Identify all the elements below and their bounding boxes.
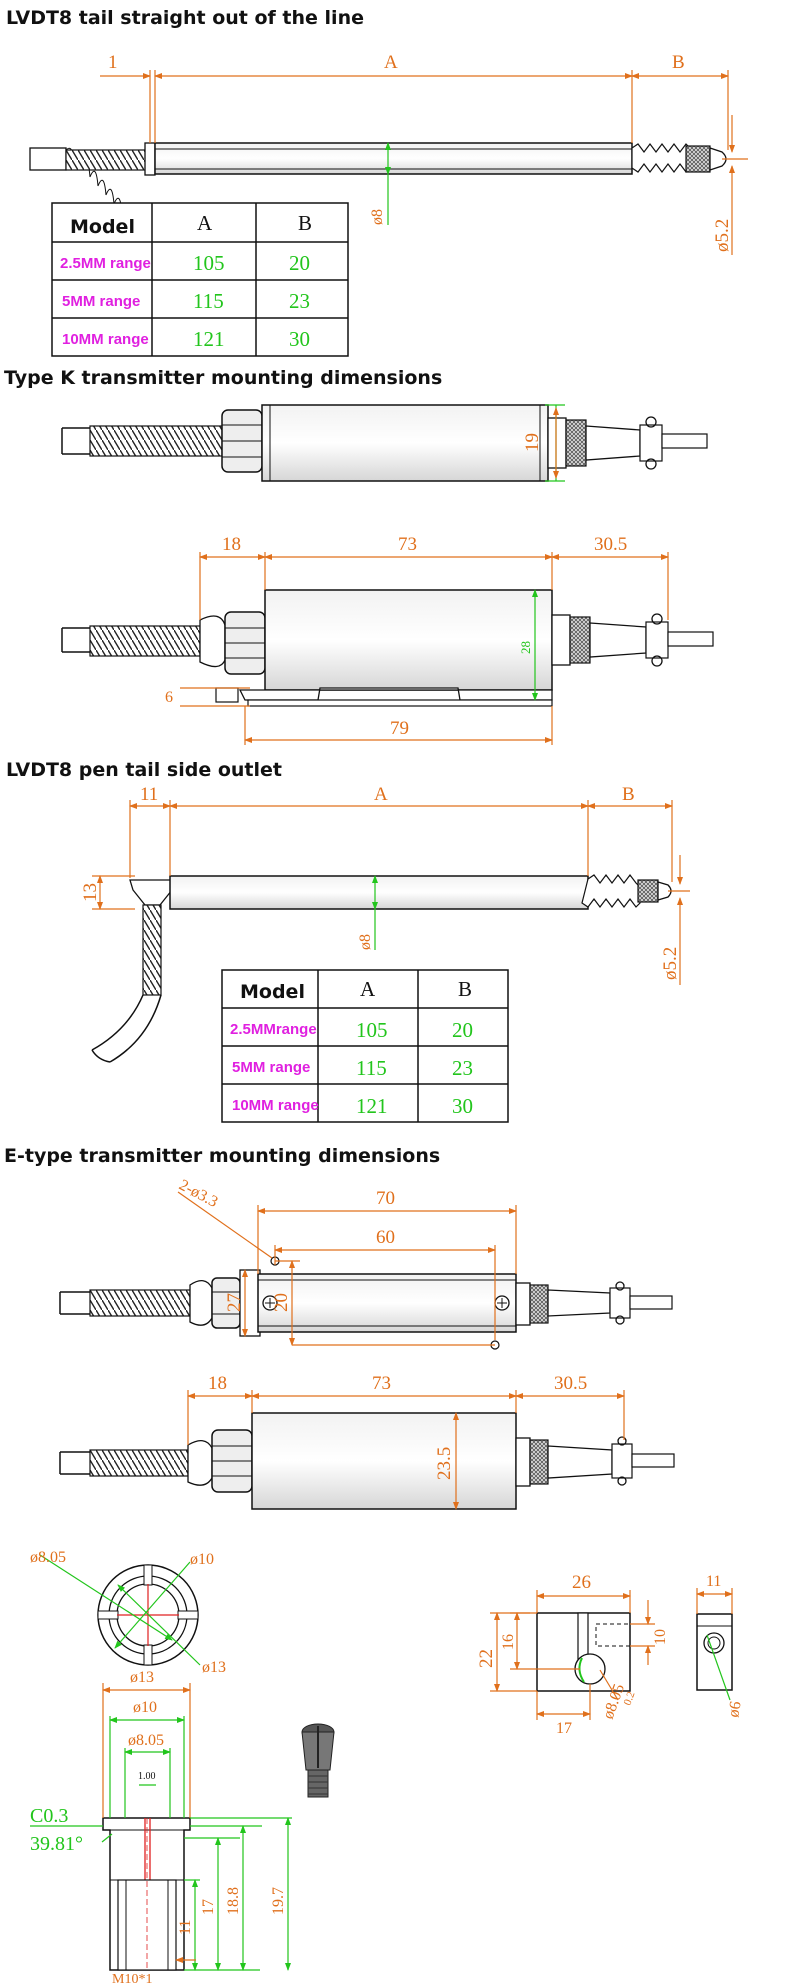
dim-27: 27	[224, 1293, 245, 1312]
dim-73: 73	[372, 1373, 391, 1394]
dim-73: 73	[398, 534, 417, 555]
table2-cell-a: 115	[356, 1056, 387, 1080]
dim-18-8: 18.8	[225, 1887, 242, 1915]
dim-dia8-05: ø8.05	[30, 1549, 66, 1566]
dim-28: 28	[518, 641, 533, 654]
dim-18: 18	[222, 534, 241, 555]
table1-header-b: B	[298, 211, 312, 235]
dim-dia8: ø8	[369, 209, 386, 225]
table1-row-model: 5MM range	[62, 293, 140, 310]
section-title-pen-tail: LVDT8 pen tail side outlet	[6, 759, 282, 781]
dim-dia5-2: ø5.2	[660, 947, 681, 980]
dim-17: 17	[556, 1720, 572, 1737]
dim-1: 1	[108, 52, 118, 73]
e-type-top-view	[59, 1256, 673, 1350]
table2-cell-b: 23	[452, 1056, 473, 1080]
table1-cell-a: 121	[193, 327, 225, 351]
table1-row-model: 2.5MM range	[60, 255, 151, 272]
table1-cell-b: 30	[289, 327, 310, 351]
table2-row-model: 2.5MMrange	[230, 1021, 317, 1038]
dim-6: 6	[165, 689, 173, 706]
table1-header-a: A	[197, 211, 213, 235]
section-title-tail-straight: LVDT8 tail straight out of the line	[6, 7, 364, 29]
dim-79: 79	[390, 718, 409, 739]
type-k-dimensions: 18 73 30.5 28 6 79	[165, 534, 669, 745]
table1-cell-b: 23	[289, 289, 310, 313]
dim-30-5: 30.5	[594, 534, 627, 555]
dim-10: 10	[652, 1629, 669, 1645]
table1-row-model: 10MM range	[62, 331, 149, 348]
type-k-top-view: 19	[61, 404, 708, 482]
clamp-3d-image	[301, 1723, 335, 1798]
dim-30-5: 30.5	[554, 1373, 587, 1394]
dim-11: 11	[177, 1920, 194, 1935]
dim-70: 70	[376, 1188, 395, 1209]
table1-cell-b: 20	[289, 251, 310, 275]
clamp-section-dimensions: ø13 ø10 ø8.05 1.00 C0.3 39.81° 11 17 18.…	[30, 1669, 292, 1987]
dim-a: A	[384, 52, 398, 73]
dim-dia10: ø10	[190, 1551, 214, 1568]
dim-a: A	[374, 784, 388, 805]
dim-dia8: ø8	[357, 934, 374, 950]
type-k-side-view	[61, 589, 714, 707]
clamp-section-view	[102, 1817, 191, 1971]
dim-dia6: ø6	[725, 1700, 745, 1719]
table2-header-b: B	[458, 977, 472, 1001]
dim-tolerance: 0.2	[622, 1690, 638, 1707]
dim-60: 60	[376, 1227, 395, 1248]
dim-slot-width: 1.00	[138, 1771, 156, 1782]
dim-chamfer: C0.3	[30, 1805, 68, 1827]
section-title-type-k: Type K transmitter mounting dimensions	[4, 367, 442, 389]
dim-11: 11	[706, 1573, 721, 1590]
table2-header-model: Model	[240, 981, 305, 1003]
table2-row-model: 5MM range	[232, 1059, 310, 1076]
clamp-block-view: 26 10 22 16 17 ø8.05 0.2	[476, 1572, 669, 1737]
dim-thread: M10*1	[112, 1972, 152, 1987]
s3-dimensions: 11 A B 13 ø8 ø5.2	[80, 784, 690, 985]
table1-cell-a: 115	[193, 289, 224, 313]
table2-row-model: 10MM range	[232, 1097, 319, 1114]
table2-cell-b: 30	[452, 1094, 473, 1118]
table2-cell-b: 20	[452, 1018, 473, 1042]
dim-angle: 39.81°	[30, 1833, 83, 1855]
dim-16: 16	[500, 1634, 517, 1650]
dim-18: 18	[208, 1373, 227, 1394]
s1-dimensions: 1 A B ø8 ø5.2	[100, 52, 748, 255]
section-title-e-type: E-type transmitter mounting dimensions	[4, 1145, 440, 1167]
table2-cell-a: 105	[356, 1018, 388, 1042]
table1-header-model: Model	[70, 216, 135, 238]
e-type-side-dimensions: 18 73 30.5 23.5	[187, 1373, 625, 1510]
dim-13: 13	[80, 883, 101, 902]
dim-dia5-2: ø5.2	[712, 219, 733, 252]
dim-b: B	[622, 784, 635, 805]
table2-header-a: A	[360, 977, 376, 1001]
sensor-side-outlet-drawing	[91, 874, 672, 1063]
clamp-front-view: ø8.05 ø10 ø13	[30, 1549, 226, 1676]
dim-dia10: ø10	[133, 1699, 157, 1716]
dim-19: 19	[522, 433, 543, 452]
e-type-side-view	[59, 1412, 675, 1510]
dim-22: 22	[476, 1649, 497, 1668]
dim-23-5: 23.5	[434, 1447, 455, 1480]
dim-17: 17	[200, 1899, 217, 1915]
dim-dia13: ø13	[130, 1669, 154, 1686]
table1-cell-a: 105	[193, 251, 225, 275]
dim-dia8-05: ø8.05	[128, 1732, 164, 1749]
model-table-1: Model A B 2.5MM range 105 20 5MM range 1…	[51, 202, 349, 357]
dim-20: 20	[271, 1293, 292, 1312]
table2-cell-a: 121	[356, 1094, 388, 1118]
sensor-straight-drawing	[29, 142, 727, 223]
dim-b: B	[672, 52, 685, 73]
dim-26: 26	[572, 1572, 591, 1593]
model-table-2: Model A B 2.5MMrange 105 20 5MM range 11…	[221, 969, 509, 1123]
dim-dia13: ø13	[202, 1659, 226, 1676]
dim-19-7: 19.7	[270, 1887, 287, 1915]
dim-11: 11	[140, 784, 158, 805]
clamp-side-view: 11 ø6	[696, 1573, 745, 1719]
